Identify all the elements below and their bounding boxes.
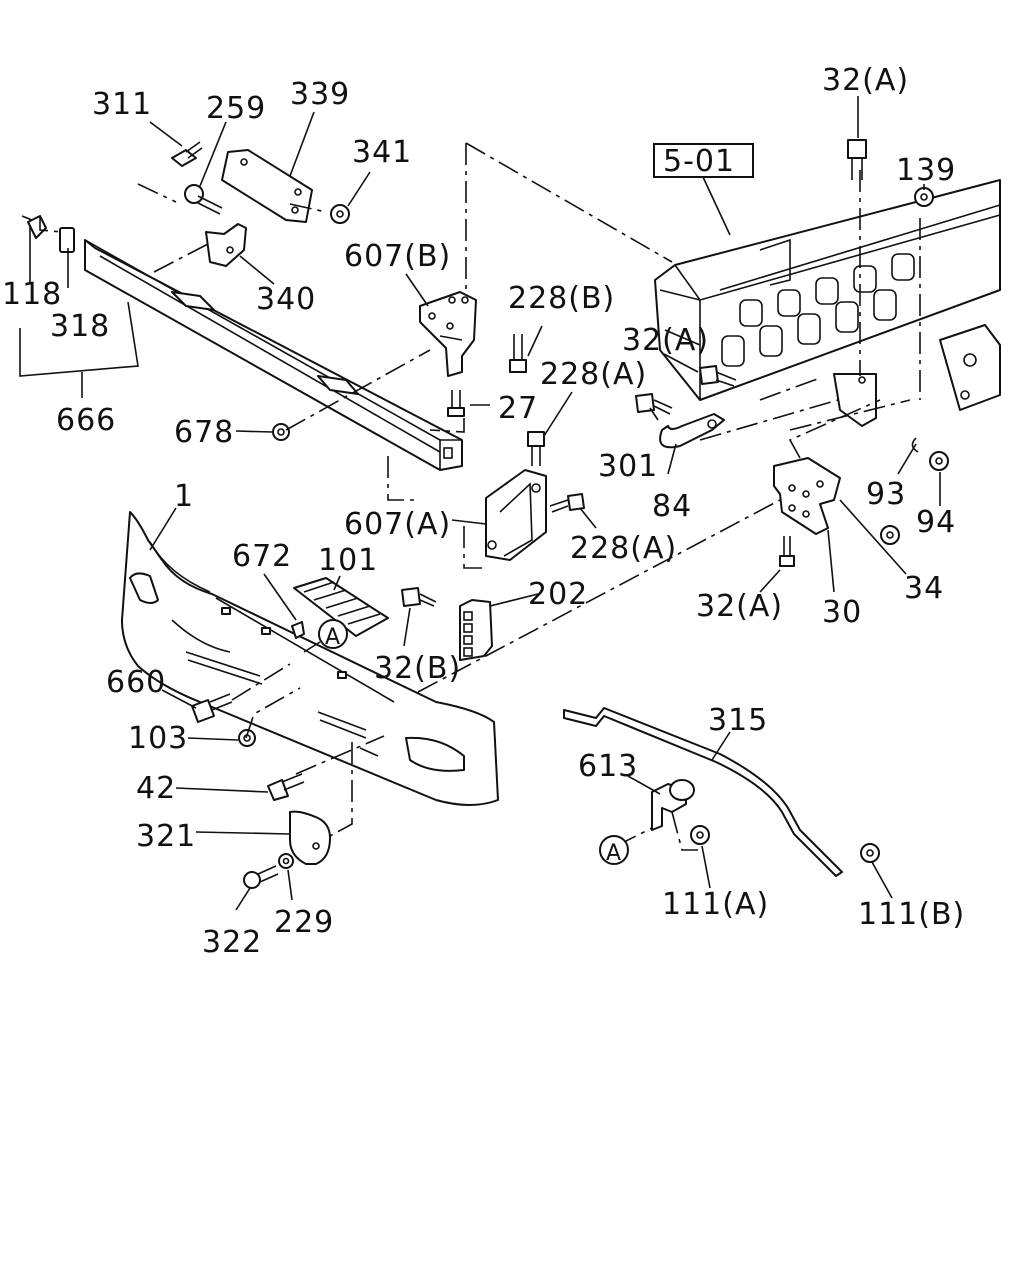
label-339: 339: [290, 77, 350, 112]
bracket-339: [221, 149, 313, 223]
nut-34: [880, 525, 900, 545]
bracket-607b: [419, 291, 477, 377]
label-27: 27: [498, 391, 538, 426]
bracket-607a: [485, 469, 547, 561]
label-301: 301: [598, 449, 658, 484]
label-607a: 607(A): [344, 507, 451, 542]
ring-93: [911, 437, 919, 453]
nut-341: [330, 204, 350, 224]
label-202: 202: [528, 577, 588, 612]
label-32a-top: 32(A): [822, 63, 909, 98]
bolt-32a-top: [847, 139, 867, 180]
label-341: 341: [352, 135, 412, 170]
reference-box: [653, 143, 754, 178]
label-678: 678: [174, 415, 234, 450]
nut-678: [272, 423, 290, 441]
bolt-311: [171, 141, 203, 167]
chassis-frame: [654, 179, 1001, 411]
label-111a: 111(A): [662, 887, 769, 922]
reference-callout-a-lower: A: [599, 835, 629, 866]
callout-a-upper-text: A: [325, 625, 341, 650]
label-118: 118: [2, 277, 62, 312]
label-613: 613: [578, 749, 638, 784]
bolt-228b: [509, 334, 527, 373]
label-101: 101: [318, 543, 378, 578]
label-321: 321: [136, 819, 196, 854]
tow-hook-84: [659, 413, 725, 449]
label-666: 666: [56, 403, 116, 438]
label-34: 34: [904, 571, 944, 606]
front-bumper: [121, 511, 499, 806]
clip-672: [291, 621, 305, 639]
label-322: 322: [202, 925, 262, 960]
label-340: 340: [256, 282, 316, 317]
nut-103: [238, 729, 256, 747]
label-84: 84: [652, 489, 692, 524]
bolt-32a-mid: [699, 365, 737, 387]
label-32b: 32(B): [374, 651, 461, 686]
bracket-frame: [833, 373, 877, 427]
label-42: 42: [136, 771, 176, 806]
label-94: 94: [916, 505, 956, 540]
reinforcement-beam: [84, 239, 463, 471]
callout-a-lower-text: A: [606, 841, 622, 866]
bracket-340: [205, 223, 247, 267]
nut-111b: [860, 843, 880, 863]
screw-322: [243, 865, 279, 889]
leader-lines: [19, 96, 941, 911]
block-318: [59, 227, 75, 253]
label-672: 672: [232, 539, 292, 574]
clip-118: [21, 215, 47, 239]
bolt-32b: [401, 587, 437, 607]
label-607b: 607(B): [344, 239, 451, 274]
label-93: 93: [866, 477, 906, 512]
washer-229: [278, 853, 294, 869]
bracket-613: [651, 779, 695, 831]
bolt-228a-top: [527, 431, 545, 466]
label-111b: 111(B): [858, 897, 965, 932]
rod-315: [563, 707, 843, 877]
label-32a-low: 32(A): [696, 589, 783, 624]
part-labels: 311 259 339 341 118 318 340 666 678 607(…: [2, 63, 965, 960]
label-259: 259: [206, 91, 266, 126]
label-30: 30: [822, 595, 862, 630]
label-32a-mid: 32(A): [622, 323, 709, 358]
label-660: 660: [106, 665, 166, 700]
label-1: 1: [174, 479, 194, 514]
bolt-301: [635, 393, 673, 415]
nut-94: [929, 451, 949, 471]
bolt-42: [267, 773, 305, 801]
label-318: 318: [50, 309, 110, 344]
bracket-30: [773, 457, 841, 535]
assembly-lines: [39, 142, 921, 851]
label-228b: 228(B): [508, 281, 615, 316]
label-315: 315: [708, 703, 768, 738]
label-311: 311: [92, 87, 152, 122]
nut-139: [914, 187, 934, 207]
bolt-660: [191, 693, 233, 723]
bolt-27: [447, 390, 465, 417]
label-103: 103: [128, 721, 188, 756]
bolt-228a-side: [549, 493, 585, 513]
label-228a-side: 228(A): [570, 531, 677, 566]
plate-321: [289, 810, 331, 865]
label-229: 229: [274, 905, 334, 940]
bracket-202: [459, 599, 493, 661]
reference-callout-a-upper: A: [303, 619, 348, 653]
bolt-259: [184, 184, 223, 215]
bolt-32a-low: [779, 536, 795, 567]
reference-box-label: 5-01: [663, 144, 735, 179]
label-228a-top: 228(A): [540, 357, 647, 392]
nut-111a: [690, 825, 710, 845]
label-139: 139: [896, 153, 956, 188]
